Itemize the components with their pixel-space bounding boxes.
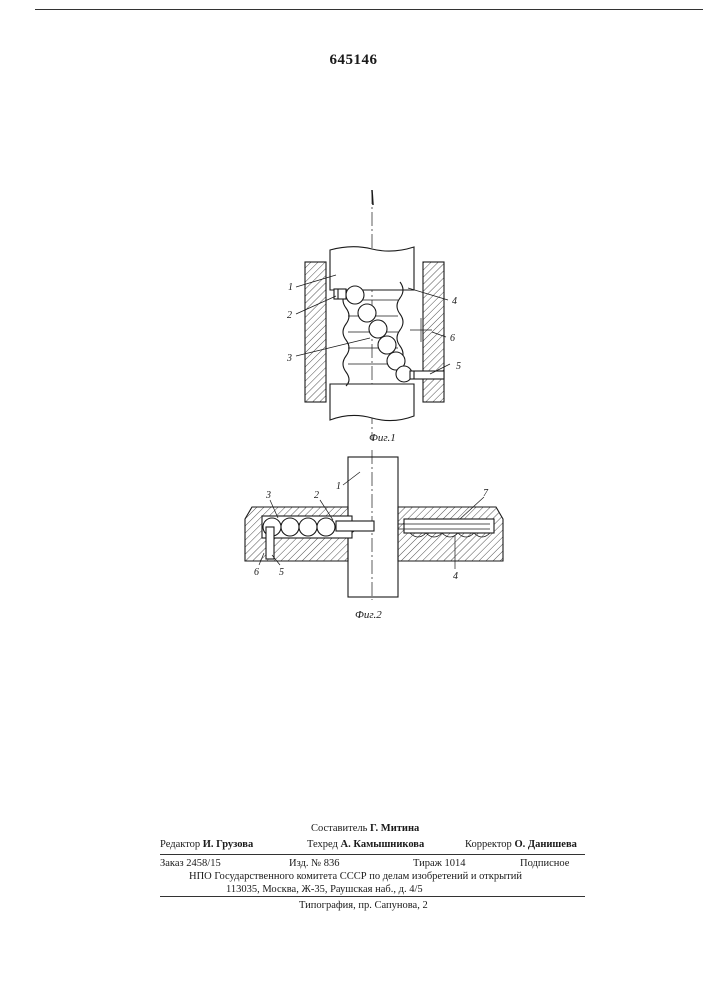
org-line-2: 113035, Москва, Ж-35, Раушская наб., д. …	[226, 884, 423, 895]
fig1-profile-left	[343, 292, 349, 386]
corrector-label: Корректор	[465, 839, 512, 850]
circulation: Тираж 1014	[413, 858, 466, 869]
fig2-label-stop: 2	[314, 490, 319, 501]
subscription: Подписное	[520, 858, 569, 869]
fig1-shaft-bottom	[330, 384, 414, 421]
corrector-line: Корректор О. Данишева	[465, 839, 577, 850]
fig1-label-stop: 2	[287, 310, 292, 321]
techred-label: Техред	[307, 839, 338, 850]
fig2-label-pin: 5	[279, 567, 284, 578]
editor-name: И. Грузова	[203, 839, 253, 850]
fig1-housing-right	[423, 262, 444, 402]
org-line-1: НПО Государственного комитета СССР по де…	[189, 871, 522, 882]
techred-name: А. Камышникова	[341, 839, 425, 850]
imprint-rule-1	[160, 854, 585, 855]
fig2-label-channel: 7	[483, 488, 489, 499]
fig2-label-ball: 3	[265, 490, 271, 501]
fig1-label-housing: 6	[450, 333, 455, 344]
fig1-label-shaft: 1	[288, 282, 293, 293]
order: Заказ 2458/15	[160, 858, 221, 869]
fig2-label-shaft: 1	[336, 481, 341, 492]
editor-line: Редактор И. Грузова	[160, 839, 253, 850]
corrector-name: О. Данишева	[514, 839, 576, 850]
fig2-body-right	[398, 507, 503, 561]
fig1-label-ball: 3	[286, 353, 292, 364]
figure-1	[296, 190, 450, 440]
composer-line: Составитель Г. Митина	[311, 823, 419, 834]
fig2-label-housing: 6	[254, 567, 259, 578]
printer: Типография, пр. Сапунова, 2	[299, 900, 428, 911]
imprint-rule-2	[160, 896, 585, 897]
composer-name: Г. Митина	[370, 823, 419, 834]
fig1-label-pin: 5	[456, 361, 461, 372]
composer-label: Составитель	[311, 823, 367, 834]
fig1-label-groove: 4	[452, 296, 457, 307]
techred-line: Техред А. Камышникова	[307, 839, 424, 850]
fig1-caption: Фиг.1	[369, 432, 396, 444]
fig2-caption: Фиг.2	[355, 609, 382, 621]
editor-label: Редактор	[160, 839, 200, 850]
fig2-label-groove: 4	[453, 571, 458, 582]
edition: Изд. № 836	[289, 858, 340, 869]
